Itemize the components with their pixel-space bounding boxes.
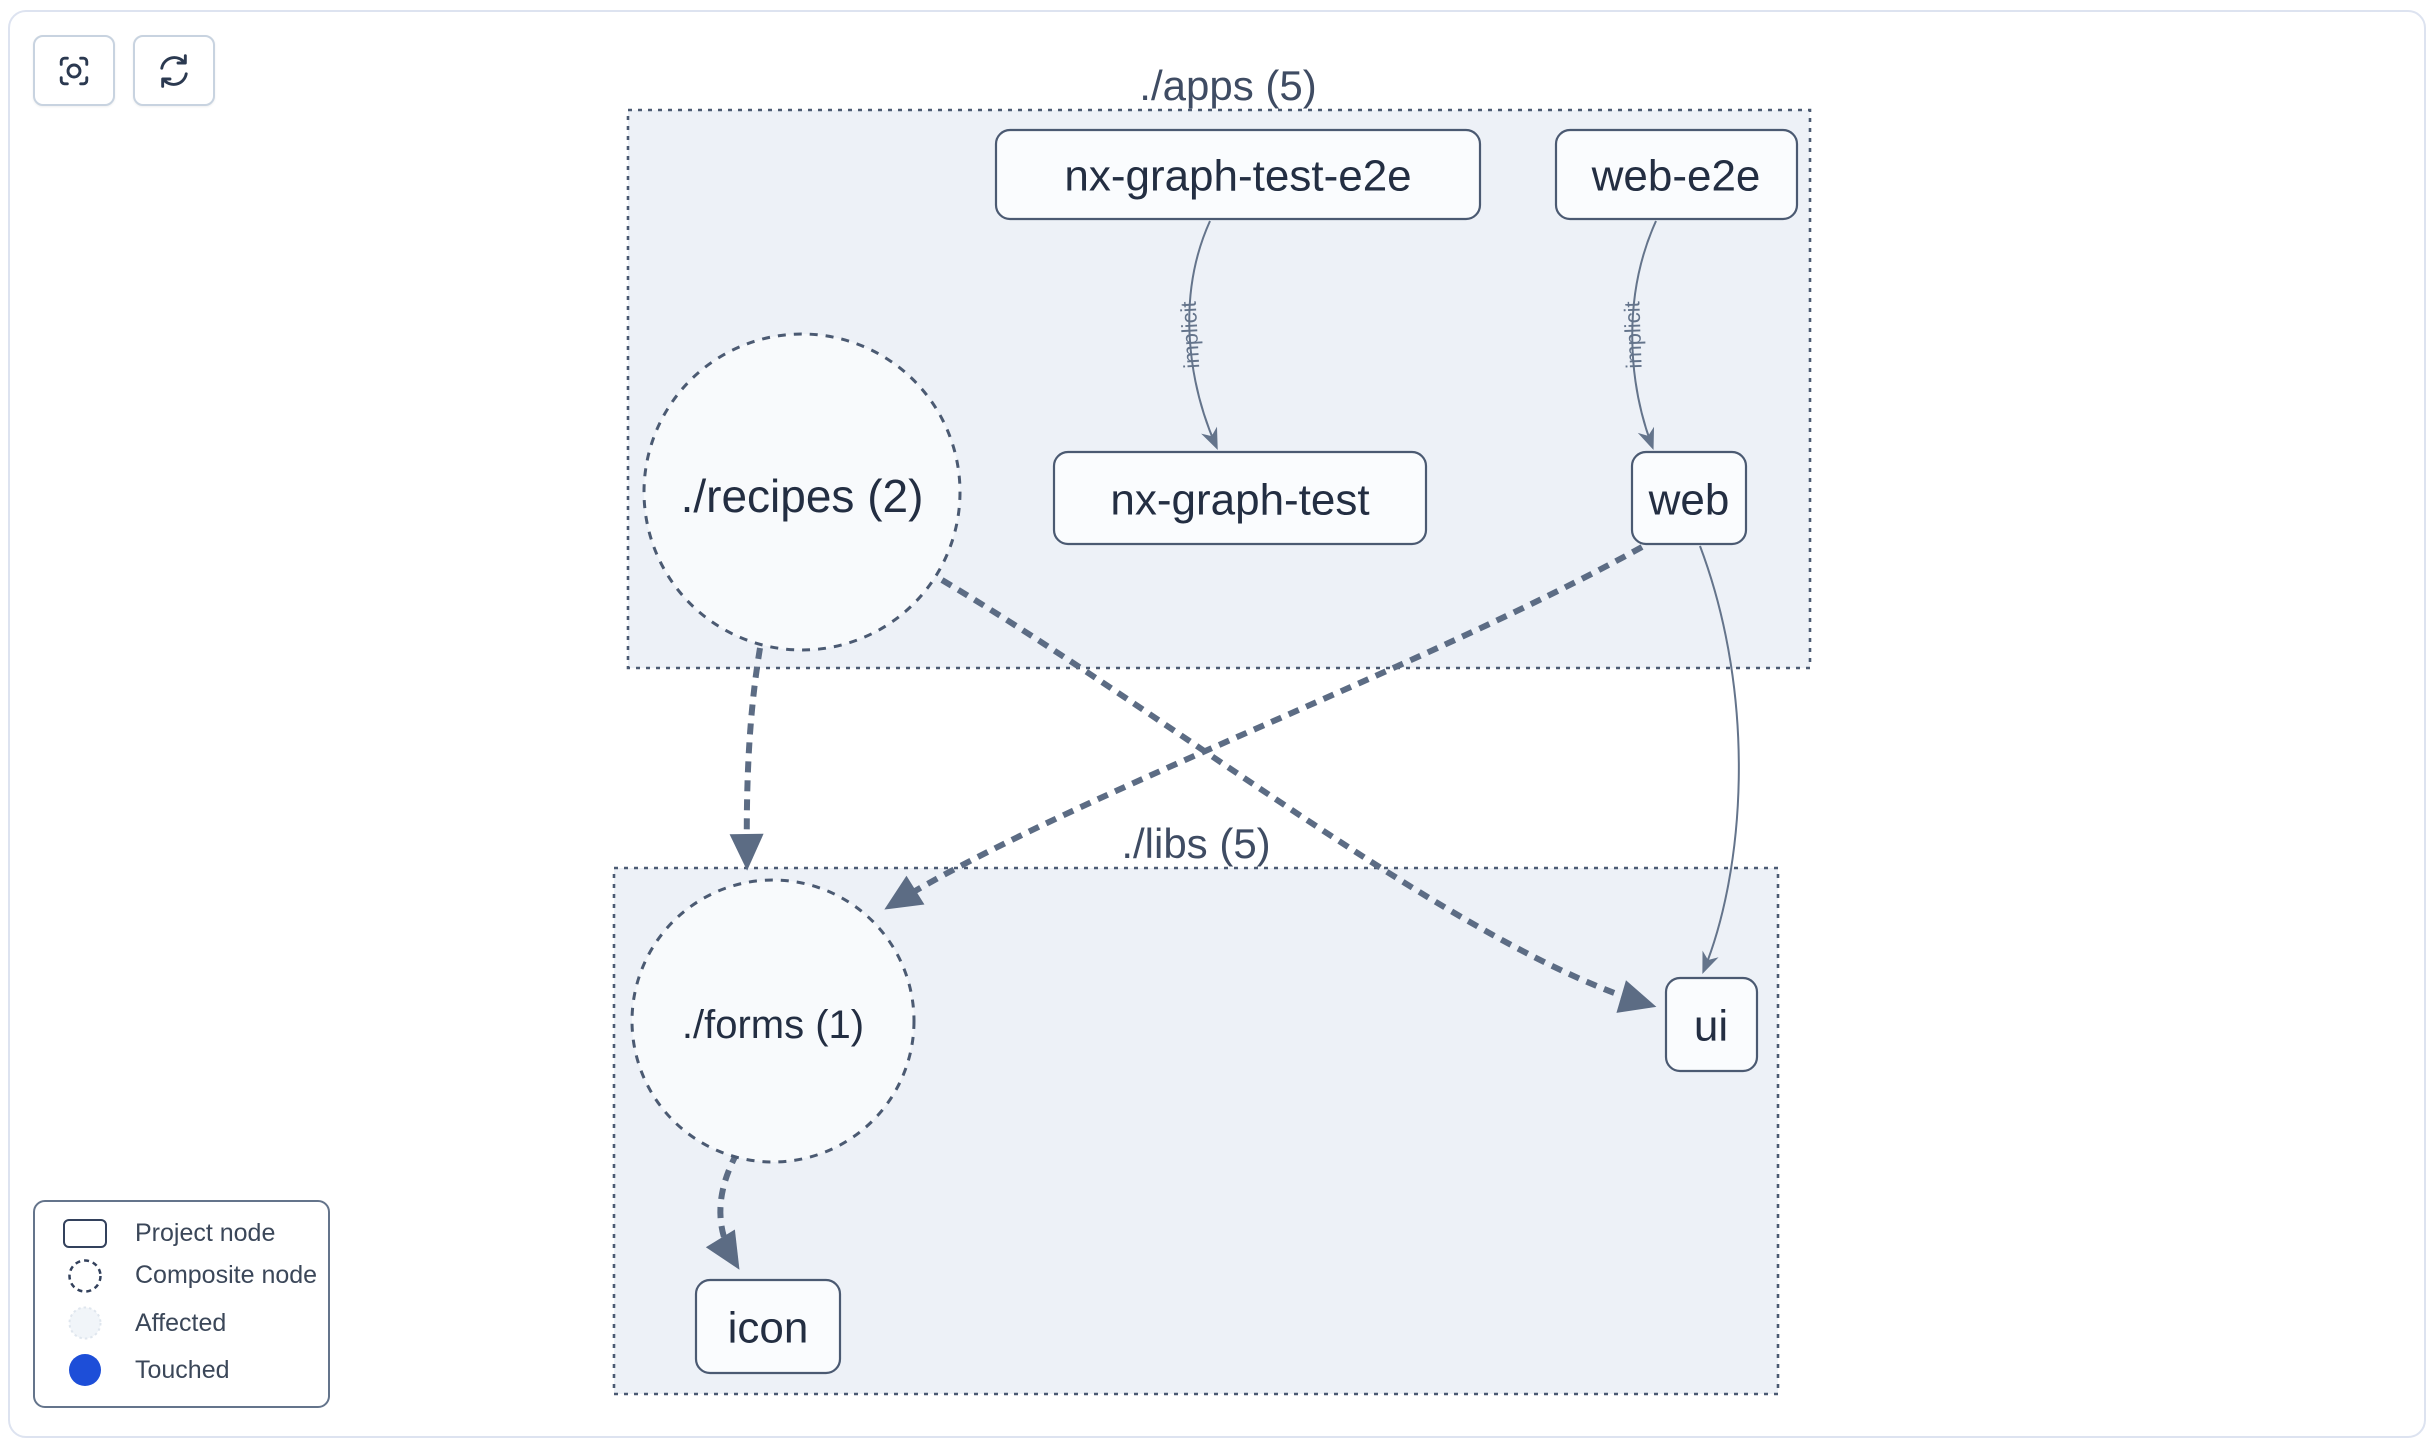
node-forms-label: ./forms (1) <box>682 1003 864 1047</box>
node-nx-graph-test[interactable]: nx-graph-test <box>1052 450 1428 546</box>
node-recipes-label: ./recipes (2) <box>681 470 924 522</box>
node-ui[interactable]: ui <box>1664 976 1759 1073</box>
node-icon-label: icon <box>728 1304 809 1353</box>
legend-item-project-node: Project node <box>35 1218 328 1248</box>
node-web-label: web <box>1648 476 1730 525</box>
edge-nx-graph-test-e2e-to-nx-graph-test[interactable] <box>1188 220 1218 450</box>
toolbar <box>33 35 215 106</box>
edge-web-to-forms[interactable] <box>884 544 1644 910</box>
focus-frame-icon <box>59 56 89 85</box>
edge-recipes-to-forms[interactable] <box>729 647 764 871</box>
node-ui-label: ui <box>1694 1002 1728 1051</box>
legend-label: Project node <box>135 1218 276 1247</box>
legend: Project node Composite node Affected <box>33 1200 330 1408</box>
zoom-to-fit-button[interactable] <box>33 35 115 106</box>
legend-item-composite-node: Composite node <box>35 1257 328 1295</box>
legend-label: Composite node <box>135 1261 318 1290</box>
edge-label-implicit: implicit <box>1619 301 1646 369</box>
node-forms[interactable]: ./forms (1) <box>630 878 916 1164</box>
node-recipes[interactable]: ./recipes (2) <box>642 332 962 652</box>
legend-label: Affected <box>135 1308 227 1337</box>
legend-item-touched: Touched <box>35 1351 328 1389</box>
composite-node-swatch <box>35 1257 135 1295</box>
edge-label-implicit: implicit <box>1176 301 1204 369</box>
refresh-button[interactable] <box>133 35 215 106</box>
project-node-swatch <box>35 1218 135 1248</box>
legend-item-affected: Affected <box>35 1304 328 1342</box>
node-web-e2e[interactable]: web-e2e <box>1554 128 1799 221</box>
group-apps-label: ./apps (5) <box>1139 62 1316 109</box>
node-web[interactable]: web <box>1630 450 1748 546</box>
node-nx-graph-test-e2e-label: nx-graph-test-e2e <box>1064 152 1411 201</box>
edge-forms-to-icon[interactable] <box>705 1151 740 1270</box>
refresh-icon <box>160 53 188 88</box>
group-libs-label: ./libs (5) <box>1121 820 1270 867</box>
node-icon[interactable]: icon <box>694 1278 842 1375</box>
touched-swatch <box>35 1351 135 1389</box>
node-nx-graph-test-label: nx-graph-test <box>1110 476 1369 525</box>
node-web-e2e-label: web-e2e <box>1591 152 1761 201</box>
node-nx-graph-test-e2e[interactable]: nx-graph-test-e2e <box>994 128 1482 221</box>
edge-web-to-ui[interactable] <box>1699 545 1740 975</box>
edge-web-e2e-to-web[interactable] <box>1631 220 1657 451</box>
edge-recipes-to-ui[interactable] <box>940 577 1657 1013</box>
legend-label: Touched <box>135 1355 230 1384</box>
affected-swatch <box>35 1304 135 1342</box>
